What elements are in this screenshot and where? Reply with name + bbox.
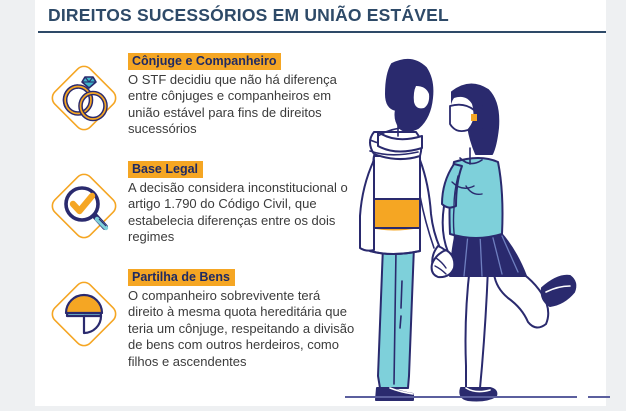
ground-line (345, 396, 610, 398)
magnifier-check-icon (48, 164, 120, 242)
page-title: DIREITOS SUCESSÓRIOS EM UNIÃO ESTÁVEL (48, 5, 449, 25)
block-heading: Cônjuge e Companheiro (128, 53, 282, 70)
info-block-text: Partilha de Bens O companheiro sobrevive… (128, 268, 358, 370)
info-block-text: Cônjuge e Companheiro O STF decidiu que … (128, 52, 358, 138)
pie-chart-icon (48, 272, 120, 350)
block-body: O companheiro sobrevivente terá direito … (128, 288, 355, 369)
title-divider (38, 31, 606, 33)
wedding-rings-icon (48, 56, 120, 134)
block-heading: Base Legal (128, 161, 204, 178)
couple-holding-hands-illustration (330, 36, 606, 406)
block-body: O STF decidiu que não há diferença entre… (128, 72, 337, 137)
block-heading: Partilha de Bens (128, 269, 235, 286)
block-body: A decisão considera inconstitucional o a… (128, 180, 348, 245)
info-block-text: Base Legal A decisão considera inconstit… (128, 160, 358, 246)
